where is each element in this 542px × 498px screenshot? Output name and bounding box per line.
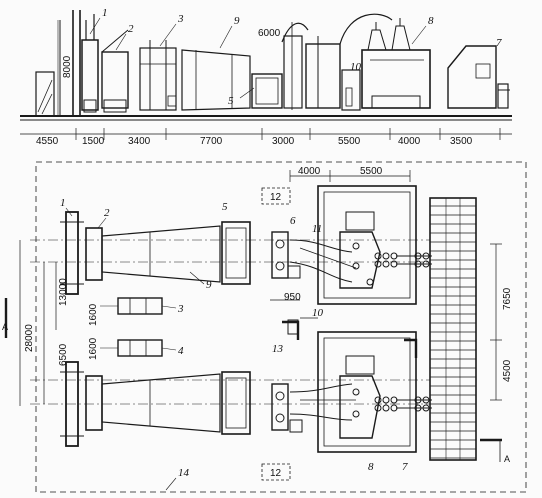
dim-13000: 13000 [58,278,69,306]
callout-5: 5 [228,95,234,107]
dim-3500: 3500 [450,136,473,147]
plan-callout-14: 14 [178,467,190,479]
dim-1500: 1500 [82,136,105,147]
motor-unit-2 [101,29,129,113]
section-marker-left: A [2,298,8,338]
unit-10 [341,69,361,111]
tall-column [281,22,309,110]
dim-6000: 6000 [258,28,281,39]
lower-fan-line [60,361,356,447]
site-boundary [35,161,527,493]
duct-unit-9 [181,49,251,111]
dim-6500: 6500 [58,343,69,366]
dim-950: 950 [284,292,301,303]
transformer-8 [361,18,431,109]
corridor-brackets [282,317,418,358]
callout-2: 2 [128,23,134,35]
plan-callout-9: 9 [206,279,212,291]
plan-callout-4: 4 [178,345,184,357]
plan-callout-3: 3 [177,303,184,315]
dim-3000: 3000 [272,136,295,147]
busbars [396,252,432,412]
plan-callout-6: 6 [290,215,296,227]
section-marker-right-label: A [504,454,510,464]
plan-callout-1: 1 [60,197,66,209]
boxed-label-12-top [261,187,291,205]
gate-unit [305,13,393,109]
dim-1600-bottom: 1600 [88,337,99,360]
dim-4000: 4000 [398,136,421,147]
label-12-bottom: 12 [270,468,282,479]
plan-callout-8: 8 [368,461,374,473]
elevation-view: 8000 6000 1 2 3 9 5 10 8 7 4550 1500 340… [20,7,512,147]
fan-unit-1 [81,14,99,113]
transformer-room-upper [317,185,417,305]
plan-callout-2: 2 [104,207,110,219]
dim-plan-5500: 5500 [360,166,383,177]
callout-9: 9 [234,15,240,27]
callout-3: 3 [177,13,184,25]
dim-28000: 28000 [24,324,35,352]
plan-callout-5: 5 [222,201,228,213]
switchgear-panel-7 [429,197,477,461]
upper-fan-line [60,211,357,295]
dim-5500: 5500 [338,136,361,147]
dim-7650: 7650 [502,287,513,310]
dim-1600-top: 1600 [88,303,99,326]
middle-units [100,297,163,357]
plan-callout-7: 7 [402,461,408,473]
plan-callout-10: 10 [312,307,324,319]
transformer-room-lower [317,331,417,453]
section-marker-left-label: A [2,322,8,332]
boxed-label-12-bottom [261,463,291,481]
unit-5 [251,73,283,109]
dim-4550: 4550 [36,136,59,147]
dim-4500: 4500 [502,359,513,382]
section-marker-right: A [480,438,510,464]
dim-7700: 7700 [200,136,223,147]
callout-8: 8 [428,15,434,27]
plan-callout-11: 11 [312,223,322,235]
frame-unit-3 [139,40,177,111]
plan-view: 4000 5500 12 12 [2,161,527,493]
dim-3400: 3400 [128,136,151,147]
building-7 [447,45,510,109]
shaft-structure [35,10,81,117]
callout-10: 10 [350,61,362,73]
dim-plan-4000: 4000 [298,166,321,177]
label-12-top: 12 [270,192,282,203]
callout-1: 1 [102,7,108,19]
plan-callout-13: 13 [272,343,284,355]
callout-7: 7 [496,37,502,49]
dim-8000: 8000 [62,55,73,78]
